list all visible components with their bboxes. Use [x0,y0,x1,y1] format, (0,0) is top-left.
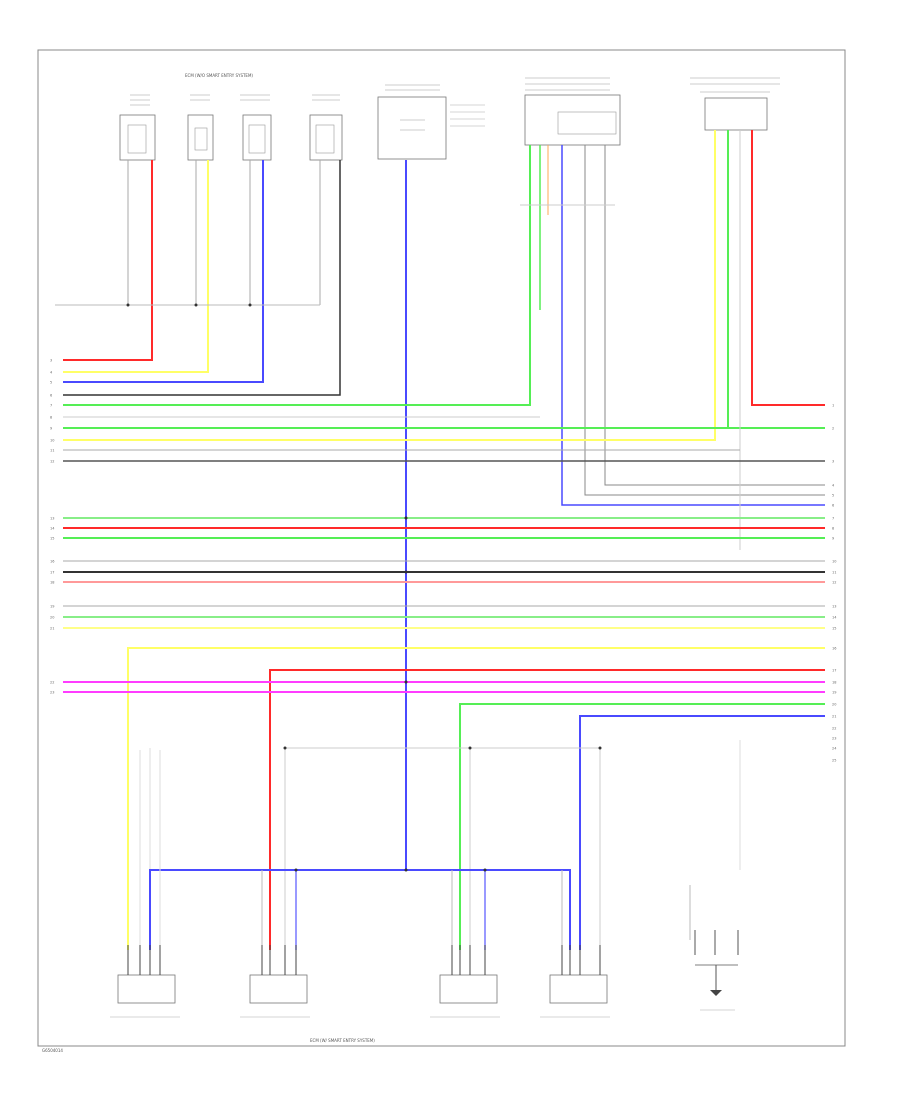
left-pin-label: 4 [50,371,53,375]
coil-pin-stubs [127,945,601,975]
center-module [377,84,485,160]
left-pin-label: 21 [50,627,54,631]
hwire-yellow-648 [127,647,825,950]
ignition-coil-3 [430,974,500,1018]
right-pin-labels: 1234567891011121314151617181920212223242… [832,404,837,763]
left-pin-label: 12 [50,460,54,464]
right-pin-label: 10 [832,560,836,564]
right-pin-label: 4 [832,484,835,488]
left-pin-label: 6 [50,394,52,398]
right-pin-label: 12 [832,581,836,585]
right-pin-label: 8 [832,527,834,531]
right-pin-label: 13 [832,605,836,609]
diagram-frame [37,49,846,1047]
right-pin-label: 24 [832,747,837,751]
right-pin-label: 19 [832,691,836,695]
ground-symbol [694,930,739,1011]
wire-blue-1 [63,160,264,383]
bus-blue-870 [149,869,571,950]
left-pin-label: 10 [50,439,54,443]
wire-yellow-1 [63,160,209,373]
ignition-coil-4 [540,974,610,1018]
hwire-green-704 [459,703,825,950]
right-pin-label: 5 [832,494,834,498]
right-pin-label: 7 [832,517,834,521]
left-pin-label: 8 [50,416,52,420]
wire-dark-1 [63,160,341,396]
left-pin-label: 15 [50,537,54,541]
right-pin-label: 20 [832,703,836,707]
right-pin-label: 17 [832,669,836,673]
right-module-b [690,77,780,131]
splice-points [126,303,602,872]
wire-blue-ra [561,145,825,506]
right-pin-label: 23 [832,737,836,741]
right-pin-label: 9 [832,537,834,541]
right-pin-label: 11 [832,571,836,575]
wire-gray-ra2 [604,145,825,486]
wire-red-rb [751,130,825,406]
left-pin-label: 23 [50,691,54,695]
right-pin-label: 21 [832,715,836,719]
hwire-blue-716 [579,715,825,950]
left-pin-label: 7 [50,404,52,408]
sensor-connector-1 [119,94,156,161]
sensor-connector-3 [240,94,272,161]
right-pin-label: 22 [832,727,836,731]
left-pin-label: 18 [50,581,54,585]
sensor-connector-2 [187,94,214,161]
wire-green-rb [727,130,825,429]
left-pin-label: 14 [50,527,55,531]
left-pin-label: 19 [50,605,54,609]
right-pin-label: 14 [832,616,837,620]
left-pin-label: 3 [50,359,52,363]
wire-gray-ra1 [584,145,825,496]
left-pin-label: 9 [50,427,52,431]
right-module-a [524,77,621,146]
left-pin-label: 11 [50,449,54,453]
sensor-connector-4 [309,94,343,161]
bottom-group-title: ECM (W/ SMART ENTRY SYSTEM) [310,1038,375,1043]
top-group-title: ECM (W/O SMART ENTRY SYSTEM) [185,73,253,78]
left-pin-label: 13 [50,517,54,521]
left-pin-label: 22 [50,681,54,685]
left-pin-label: 20 [50,616,54,620]
wire-yellow-rb [63,130,716,441]
left-pin-label: 16 [50,560,54,564]
hwire-red-670 [269,669,825,950]
right-pin-label: 1 [832,404,834,408]
left-pin-labels: 3 4 5 6 7 8 9 10 11 12 13 14 15 16 17 18 19 20 21 22 23 [50,359,55,695]
right-pin-label: 16 [832,647,836,651]
right-pin-label: 3 [832,460,834,464]
wire-red-1 [63,160,153,361]
left-pin-label: 17 [50,571,54,575]
wire-green-ra1 [63,145,531,406]
right-pin-label: 15 [832,627,836,631]
right-pin-label: 6 [832,504,834,508]
footer-code: G6504014 [42,1048,63,1053]
ignition-coil-1 [110,974,180,1018]
right-pin-label: 2 [832,427,834,431]
right-pin-label: 25 [832,759,836,763]
ignition-coil-2 [240,974,310,1018]
right-pin-label: 18 [832,681,836,685]
left-pin-label: 5 [50,381,52,385]
